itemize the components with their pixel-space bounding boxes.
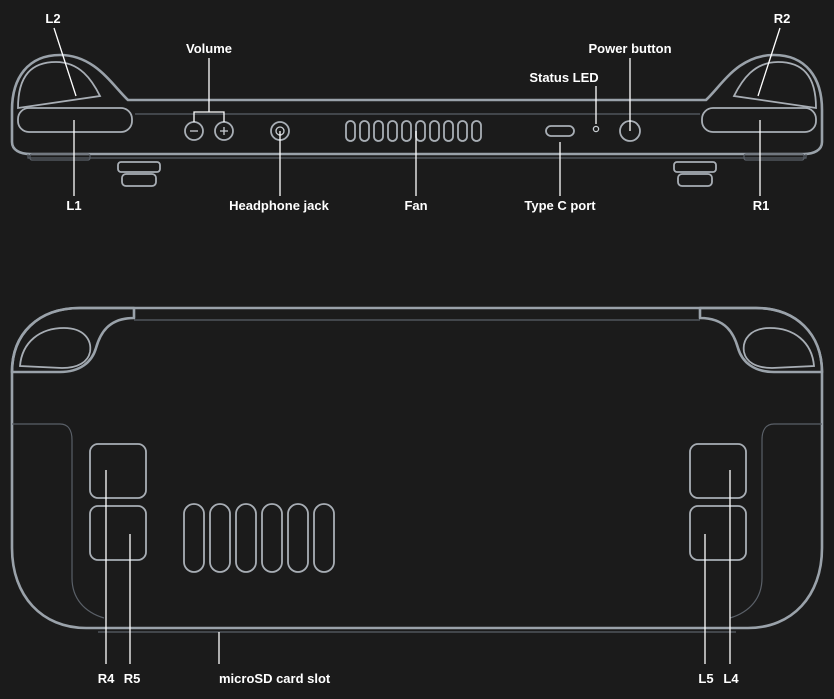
back-right-trigger [742, 327, 815, 369]
label-headphone-jack: Headphone jack [229, 198, 329, 213]
r2-trigger [732, 61, 817, 110]
top-device-outline [10, 53, 824, 156]
label-r4: R4 [98, 671, 115, 686]
label-power-button: Power button [588, 41, 671, 56]
label-type-c-port: Type C port [524, 198, 596, 213]
l4-button [689, 443, 747, 499]
label-l4: L4 [723, 671, 739, 686]
back-right-grip-contour [729, 423, 822, 619]
label-fan: Fan [404, 198, 427, 213]
back-right-shoulder [698, 306, 824, 374]
back-left-shoulder [10, 306, 136, 374]
leader-r2 [757, 27, 781, 97]
l2-trigger [17, 61, 102, 110]
top-device-rail [27, 154, 807, 159]
left-thumbstick-top [29, 153, 161, 187]
back-view: R4 R5 microSD card slot L5 L4 [10, 306, 824, 686]
plus-icon [220, 127, 228, 135]
label-volume: Volume [186, 41, 232, 56]
l5-button [689, 505, 747, 561]
leader-l2 [53, 27, 77, 97]
right-thumbstick-top [673, 153, 805, 187]
leader-volume [193, 58, 225, 122]
type-c-port [545, 125, 575, 137]
volume-down-button [184, 121, 204, 141]
r5-button [89, 505, 147, 561]
label-l2: L2 [45, 11, 60, 26]
fan-vents-top [345, 120, 482, 142]
top-view: L2 R2 Volume Status LED Power button L1 … [10, 11, 824, 213]
back-device-outline [10, 306, 824, 630]
label-r2: R2 [774, 11, 791, 26]
l1-bumper [17, 107, 133, 133]
label-r1: R1 [753, 198, 770, 213]
label-microsd-card-slot: microSD card slot [219, 671, 331, 686]
label-l5: L5 [698, 671, 713, 686]
r1-bumper [701, 107, 817, 133]
back-left-trigger [19, 327, 92, 369]
status-led [592, 125, 600, 133]
label-r5: R5 [124, 671, 141, 686]
fan-vents-back [183, 503, 335, 573]
label-status-led: Status LED [529, 70, 598, 85]
back-left-grip-contour [12, 423, 105, 619]
volume-up-button [214, 121, 234, 141]
r4-button [89, 443, 147, 499]
label-l1: L1 [66, 198, 81, 213]
